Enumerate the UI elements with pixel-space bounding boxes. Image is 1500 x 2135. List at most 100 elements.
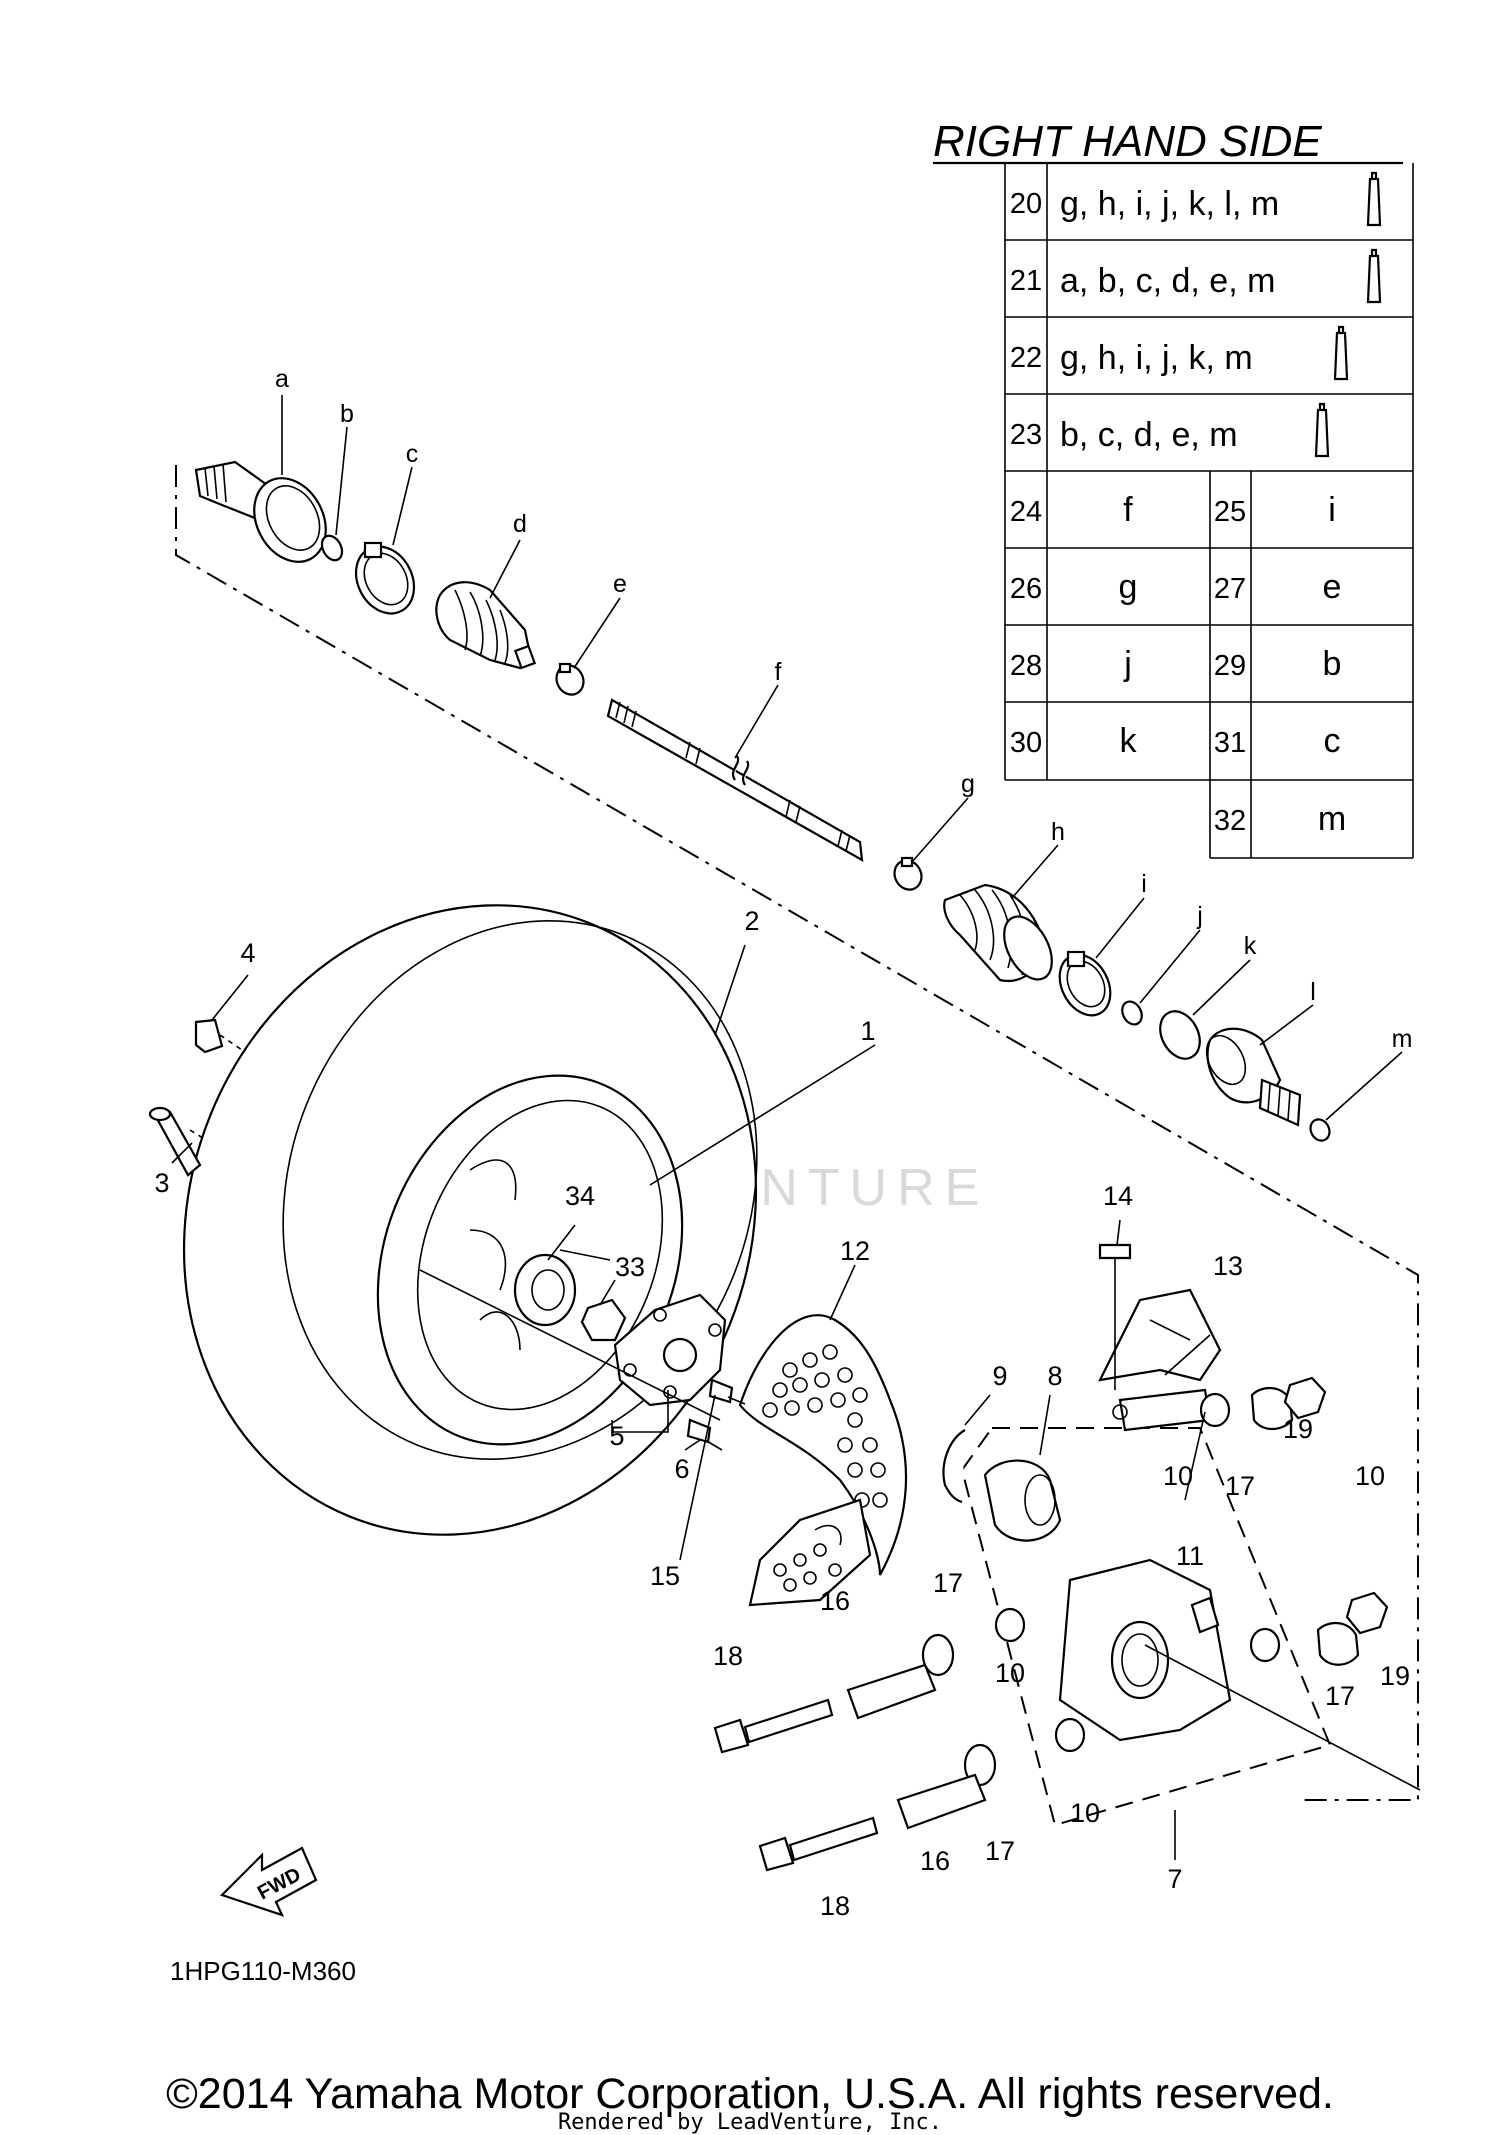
part-letter-f: f bbox=[775, 658, 782, 686]
callout-11: 11 bbox=[1176, 1541, 1204, 1571]
callout-1: 1 bbox=[860, 1016, 875, 1046]
wheel-assembly bbox=[148, 904, 758, 1536]
part-letter-m: m bbox=[1392, 1025, 1413, 1053]
bushing-17 bbox=[921, 1387, 1360, 1787]
parts-reference-table bbox=[1004, 163, 1414, 859]
callout-4: 4 bbox=[240, 938, 255, 968]
callout-19: 19 bbox=[1380, 1661, 1410, 1691]
valve-cap-4 bbox=[194, 1018, 224, 1054]
table-part-letter: e bbox=[1323, 568, 1342, 606]
circlip-j bbox=[1121, 1000, 1143, 1026]
callout-17: 17 bbox=[985, 1836, 1015, 1866]
table-ref-number: 32 bbox=[1214, 805, 1246, 837]
callout-5: 5 bbox=[609, 1421, 624, 1451]
part-letter-j: j bbox=[1196, 902, 1203, 930]
table-ref-number: 27 bbox=[1214, 573, 1246, 605]
assembly-boundary bbox=[175, 465, 1419, 1801]
boot-band-i bbox=[1058, 950, 1112, 1017]
table-ref-number: 28 bbox=[1010, 650, 1042, 682]
callout-10: 10 bbox=[1070, 1798, 1100, 1828]
cv-joint-inner-l bbox=[1205, 1027, 1302, 1127]
bracket-13 bbox=[1098, 1288, 1222, 1382]
table-kit-parts: b, c, d, e, m bbox=[1060, 416, 1238, 454]
steering-knuckle bbox=[1058, 1388, 1232, 1742]
nut-33 bbox=[580, 1298, 627, 1342]
part-letter-h: h bbox=[1051, 818, 1065, 846]
table-part-letter: i bbox=[1328, 491, 1336, 529]
diagram-code: 1HPG110-M360 bbox=[170, 1956, 356, 1986]
callout-13: 13 bbox=[1213, 1251, 1243, 1281]
table-ref-number: 30 bbox=[1010, 727, 1042, 759]
o-ring-k bbox=[1159, 1010, 1201, 1060]
drive-shaft-assembly bbox=[194, 395, 1403, 1142]
callout-leaders bbox=[171, 944, 1211, 1860]
callout-12: 12 bbox=[840, 1236, 870, 1266]
table-part-letter: g bbox=[1119, 568, 1138, 606]
table-part-letter: m bbox=[1318, 800, 1346, 838]
callout-18: 18 bbox=[820, 1891, 850, 1921]
table-row-number: 21 bbox=[1010, 265, 1042, 297]
boot-band-c bbox=[354, 541, 416, 615]
table-row-number: 23 bbox=[1010, 419, 1042, 451]
drive-shaft-f bbox=[606, 698, 864, 863]
callout-3: 3 bbox=[154, 1168, 169, 1198]
callout-6: 6 bbox=[674, 1454, 689, 1484]
boot-band-e bbox=[555, 662, 585, 696]
table-part-letter: j bbox=[1123, 645, 1132, 683]
grease-nipple-11 bbox=[1190, 1596, 1220, 1634]
table-ref-number: 29 bbox=[1214, 650, 1246, 682]
circlip-b bbox=[320, 534, 344, 562]
bushing-10 bbox=[994, 1392, 1281, 1753]
callout-17: 17 bbox=[1225, 1471, 1255, 1501]
cv-boot-d bbox=[435, 581, 537, 670]
table-ref-number: 25 bbox=[1214, 496, 1246, 528]
parts-table-text: 20 g, h, i, j, k, l, m 21 a, b, c, d, e, m 2… bbox=[1010, 171, 1382, 838]
table-row-number: 20 bbox=[1010, 188, 1042, 220]
table-part-letter: f bbox=[1123, 491, 1133, 529]
part-letter-l: l bbox=[1310, 978, 1316, 1006]
callout-7: 7 bbox=[1167, 1864, 1182, 1894]
callout-10: 10 bbox=[1355, 1461, 1385, 1491]
copyright-notice: ©2014 Yamaha Motor Corporation, U.S.A. A… bbox=[166, 2070, 1334, 2118]
table-kit-parts: a, b, c, d, e, m bbox=[1060, 262, 1275, 300]
callout-14: 14 bbox=[1103, 1181, 1133, 1211]
hub-nut-34 bbox=[513, 1253, 577, 1327]
cv-boot-h bbox=[943, 883, 1053, 983]
nut-19 bbox=[1283, 1376, 1389, 1635]
table-kit-parts: g, h, i, j, k, l, m bbox=[1060, 185, 1279, 223]
part-letter-b: b bbox=[340, 400, 354, 428]
part-letter-k: k bbox=[1244, 932, 1257, 960]
part-letter-c: c bbox=[406, 440, 419, 468]
table-part-letter: k bbox=[1120, 722, 1138, 760]
table-part-letter: c bbox=[1324, 722, 1341, 760]
part-letter-a: a bbox=[275, 365, 289, 393]
table-ref-number: 26 bbox=[1010, 573, 1042, 605]
grease-tube-icon bbox=[1366, 248, 1382, 304]
callout-16: 16 bbox=[820, 1586, 850, 1616]
diagram-title: RIGHT HAND SIDE bbox=[933, 117, 1322, 166]
callout-8: 8 bbox=[1047, 1361, 1062, 1391]
forward-direction-arrow: FWD bbox=[219, 1846, 318, 1917]
part-letter-i: i bbox=[1141, 870, 1147, 898]
callout-15: 15 bbox=[650, 1561, 680, 1591]
bearing-8 bbox=[983, 1459, 1062, 1542]
hub-bolt-6 bbox=[686, 1418, 723, 1451]
table-kit-parts: g, h, i, j, k, m bbox=[1060, 339, 1253, 377]
callout-34: 34 bbox=[565, 1181, 595, 1211]
valve-stem-3 bbox=[148, 1106, 202, 1177]
cv-joint-outer-a bbox=[194, 460, 327, 563]
callout-17: 17 bbox=[933, 1568, 963, 1598]
callout-16: 16 bbox=[920, 1846, 950, 1876]
collar-16 bbox=[846, 1663, 987, 1830]
hub-5 bbox=[419, 1269, 727, 1421]
callout-10: 10 bbox=[1163, 1461, 1193, 1491]
bolt-15 bbox=[708, 1378, 746, 1405]
part-letter-g: g bbox=[961, 770, 975, 798]
brake-guard bbox=[748, 1498, 872, 1607]
table-part-letter: b bbox=[1323, 645, 1342, 683]
callout-17: 17 bbox=[1325, 1681, 1355, 1711]
bolt-14 bbox=[1098, 1243, 1132, 1390]
table-ref-number: 24 bbox=[1010, 496, 1042, 528]
